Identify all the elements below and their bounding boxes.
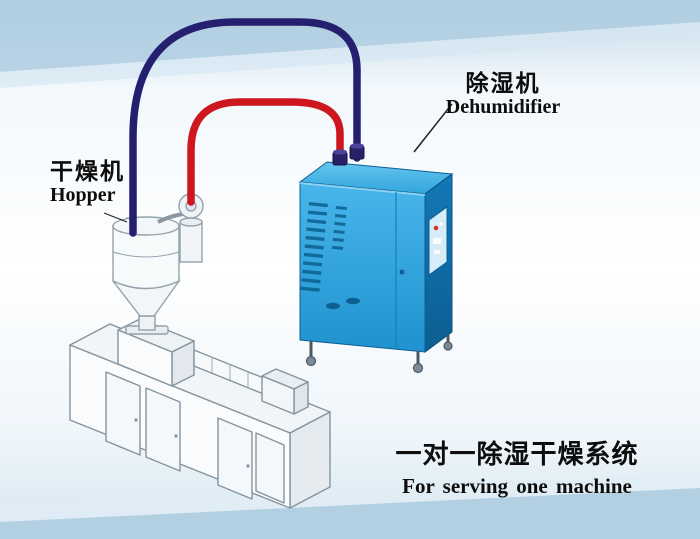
panel-red-button xyxy=(433,225,439,231)
dehumidifier-label-cn: 除湿机 xyxy=(465,70,541,96)
loader-body xyxy=(179,221,203,263)
panel-switch xyxy=(434,250,440,254)
die-head-front xyxy=(261,375,295,415)
dehumidifier-label: 除湿机 Dehumidifier xyxy=(444,70,562,119)
panel-white-button xyxy=(439,222,443,226)
dehumidifier-label-en: Dehumidifier xyxy=(445,96,561,119)
hopper-loader-fan xyxy=(157,193,204,263)
loader-top xyxy=(179,217,203,227)
leader-lines xyxy=(103,103,453,223)
cabinet-top-highlight xyxy=(299,182,426,196)
pipe-inlet-fittings xyxy=(332,143,365,166)
hopper-label-cn: 干燥机 xyxy=(50,158,125,184)
hopper-label: 干燥机 Hopper xyxy=(50,158,125,207)
control-panel xyxy=(428,206,448,276)
door-handle xyxy=(399,269,405,275)
navy-pipe xyxy=(129,18,361,237)
cabinet-front-face xyxy=(299,181,426,353)
hopper-label-en: Hopper xyxy=(50,184,116,207)
hopper-seam xyxy=(112,251,180,258)
caster-wheels xyxy=(305,335,453,374)
caption-subtitle-en: For serving one machine xyxy=(402,474,632,498)
dehumidifier-cabinet xyxy=(298,143,454,374)
red-pipe xyxy=(187,98,344,206)
caption-title-cn: 一对一除湿干燥系统 xyxy=(395,439,639,469)
system-caption: 一对一除湿干燥系统 For serving one machine xyxy=(376,434,658,499)
dehumidifier-leader-line xyxy=(413,103,453,153)
door-handle-dots xyxy=(134,418,250,468)
drying-hopper xyxy=(112,216,182,335)
vent-grille-small xyxy=(331,205,347,250)
handle-slots xyxy=(326,297,360,310)
panel-display xyxy=(433,238,441,244)
extruder-machine xyxy=(69,318,331,509)
loader-hose xyxy=(157,212,184,224)
barrel-rings xyxy=(211,357,249,388)
hopper-neck xyxy=(138,315,156,331)
hopper-leader-line xyxy=(103,212,128,223)
air-pipes xyxy=(129,18,361,237)
hopper-lid xyxy=(112,216,180,236)
vent-grille-left xyxy=(300,202,328,292)
extruder-door-panel xyxy=(105,371,285,504)
hopper-riser-front xyxy=(117,329,173,387)
